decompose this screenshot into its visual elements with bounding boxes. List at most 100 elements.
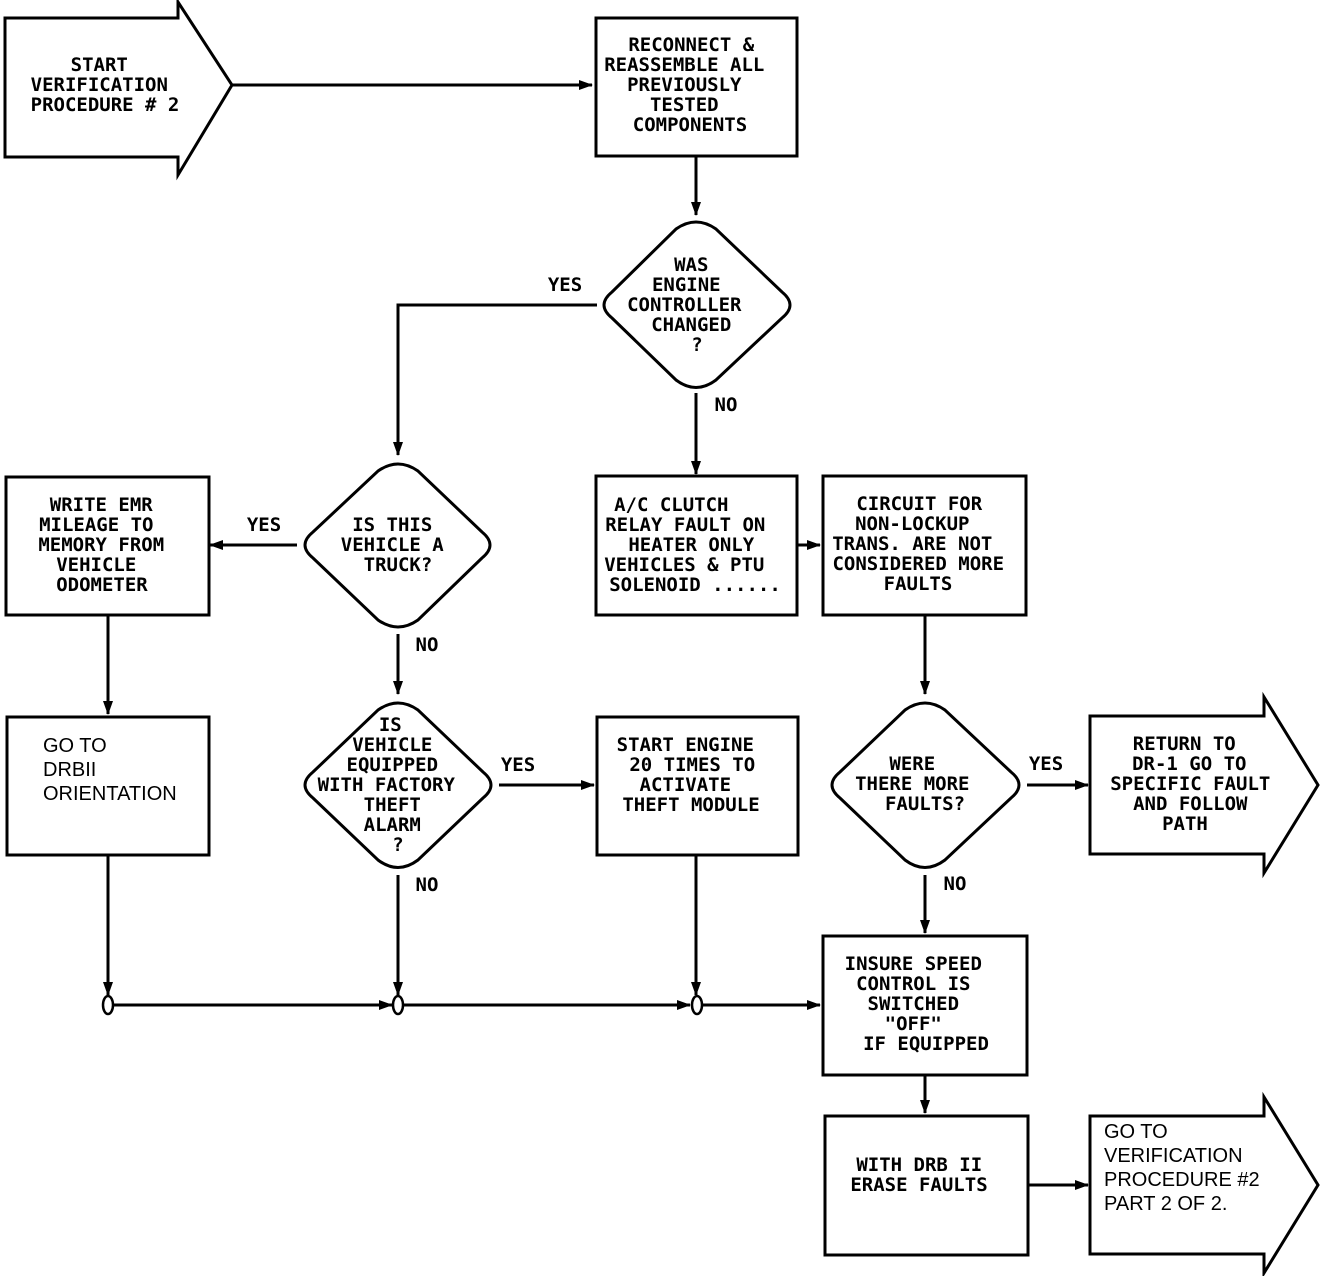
start-line: START [71,54,128,76]
speed-control-line: INSURE SPEED [845,953,982,975]
start-line: VERIFICATION [31,74,168,96]
junction-middle [391,994,405,1016]
theft-yes-label: YES [501,754,535,776]
erase-faults-line: WITH DRB II [856,1154,982,1176]
reconnect-line: REASSEMBLE ALL [604,54,764,76]
ac-clutch-line: HEATER ONLY [628,534,754,556]
goto-drbii-line: DRBII [43,759,96,781]
write-emr-label: WRITE EMR MILEAGE TO MEMORY FROM VEHICLE… [38,494,175,596]
truck-line: TRUCK? [364,554,433,576]
goto-part2-line: GO TO [1104,1121,1168,1143]
theft-alarm-line: WITH FACTORY [318,774,456,796]
controller-line: CONTROLLER [627,294,742,316]
circuit-line: CIRCUIT FOR [856,493,982,515]
reconnect-line: TESTED [650,94,719,116]
goto-drbii-line: ORIENTATION [43,783,177,805]
start-engine-line: 20 TIMES TO [629,754,755,776]
goto-drbii-line: GO TO [43,735,107,757]
theft-alarm-line: ? [392,834,403,856]
return-dr1-line: AND FOLLOW [1133,793,1248,815]
reconnect-line: RECONNECT & [628,34,754,56]
controller-no-label: NO [715,394,738,416]
start-engine-line: START ENGINE [617,734,754,756]
controller-line: ENGINE [652,274,721,296]
controller-yes-label: YES [548,274,582,296]
circuit-line: CONSIDERED MORE [832,553,1004,575]
more-faults-line: THERE MORE [855,773,969,795]
connectors [103,80,1089,1190]
arrow-controller-yes [393,303,597,456]
more-faults-line: WERE [889,753,935,775]
truck-label: IS THIS VEHICLE A TRUCK? [341,514,455,576]
theft-alarm-line: VEHICLE [352,734,432,756]
ac-clutch-box [594,474,799,617]
speed-control-label: INSURE SPEED CONTROL IS SWITCHED "OFF" I… [845,953,994,1055]
circuit-line: TRANS. ARE NOT [832,533,992,555]
controller-line: CHANGED [651,314,731,336]
circuit-line: FAULTS [884,573,953,595]
theft-alarm-line: EQUIPPED [347,754,439,776]
start-engine-box [595,715,800,857]
reconnect-box [594,16,799,158]
controller-line: ? [691,334,702,356]
erase-faults-line: ERASE FAULTS [850,1174,987,1196]
truck-yes-label: YES [247,514,281,536]
return-dr1-label: RETURN TO DR-1 GO TO SPECIFIC FAULT AND … [1110,733,1282,835]
ac-clutch-line: RELAY FAULT ON [605,514,765,536]
goto-part2-line: PROCEDURE #2 [1104,1169,1260,1191]
ac-clutch-line: SOLENOID ...... [609,574,781,596]
ac-clutch-line: A/C CLUTCH [614,494,728,516]
goto-part2-arrow-shape [1088,1091,1320,1276]
goto-part2-label: GO TO VERIFICATION PROCEDURE #2 PART 2 O… [1104,1121,1265,1215]
goto-drbii-box [5,715,211,857]
theft-no-label: NO [416,874,439,896]
theft-alarm-line: ALARM [364,814,421,836]
speed-control-line: SWITCHED [868,993,960,1015]
erase-faults-label: WITH DRB II ERASE FAULTS [850,1154,993,1196]
reconnect-line: PREVIOUSLY [627,74,742,96]
controller-line: WAS [674,254,708,276]
circuit-line: NON-LOCKUP [855,513,969,535]
write-emr-line: ODOMETER [56,574,148,596]
faults-yes-label: YES [1029,753,1063,775]
goto-drbii-label: GO TO DRBII ORIENTATION [43,735,177,805]
junction-left [101,994,115,1016]
write-emr-line: MEMORY FROM [38,534,164,556]
write-emr-line: VEHICLE [56,554,136,576]
ac-clutch-label: A/C CLUTCH RELAY FAULT ON HEATER ONLY VE… [604,494,781,596]
ac-clutch-line: VEHICLES & PTU [604,554,764,576]
write-emr-line: MILEAGE TO [39,514,153,536]
reconnect-label: RECONNECT & REASSEMBLE ALL PREVIOUSLY TE… [604,34,776,136]
return-dr1-arrow-shape [1088,691,1320,879]
goto-part2-line: VERIFICATION [1104,1145,1243,1167]
start-engine-line: THEFT MODULE [622,794,759,816]
goto-part2-line: PART 2 OF 2. [1104,1193,1227,1215]
start-arrow-shape [3,0,234,181]
speed-control-line: "OFF" [885,1013,942,1035]
start-engine-line: ACTIVATE [640,774,732,796]
theft-alarm-line: IS [379,714,402,736]
controller-changed-diamond [602,220,792,389]
theft-alarm-line: THEFT [364,794,421,816]
truck-no-label: NO [416,634,439,656]
start-line: PROCEDURE # 2 [31,94,180,116]
reconnect-line: COMPONENTS [633,114,747,136]
junction-right [690,994,704,1016]
speed-control-line: IF EQUIPPED [863,1033,989,1055]
faults-no-label: NO [944,873,967,895]
speed-control-box [821,934,1029,1077]
return-dr1-line: RETURN TO [1133,733,1236,755]
truck-line: VEHICLE A [341,534,445,556]
start-engine-label: START ENGINE 20 TIMES TO ACTIVATE THEFT … [617,734,767,816]
more-faults-label: WERE THERE MORE FAULTS? [855,753,981,815]
return-dr1-line: SPECIFIC FAULT [1110,773,1270,795]
erase-faults-box [823,1114,1030,1257]
truck-line: IS THIS [352,514,432,536]
more-faults-line: FAULTS? [885,793,965,815]
theft-alarm-label: IS VEHICLE EQUIPPED WITH FACTORY THEFT A… [318,714,467,856]
return-dr1-line: DR-1 GO TO [1132,753,1246,775]
start-label: START VERIFICATION PROCEDURE # 2 [31,54,180,116]
write-emr-box [4,475,211,617]
circuit-label: CIRCUIT FOR NON-LOCKUP TRANS. ARE NOT CO… [832,493,1015,595]
